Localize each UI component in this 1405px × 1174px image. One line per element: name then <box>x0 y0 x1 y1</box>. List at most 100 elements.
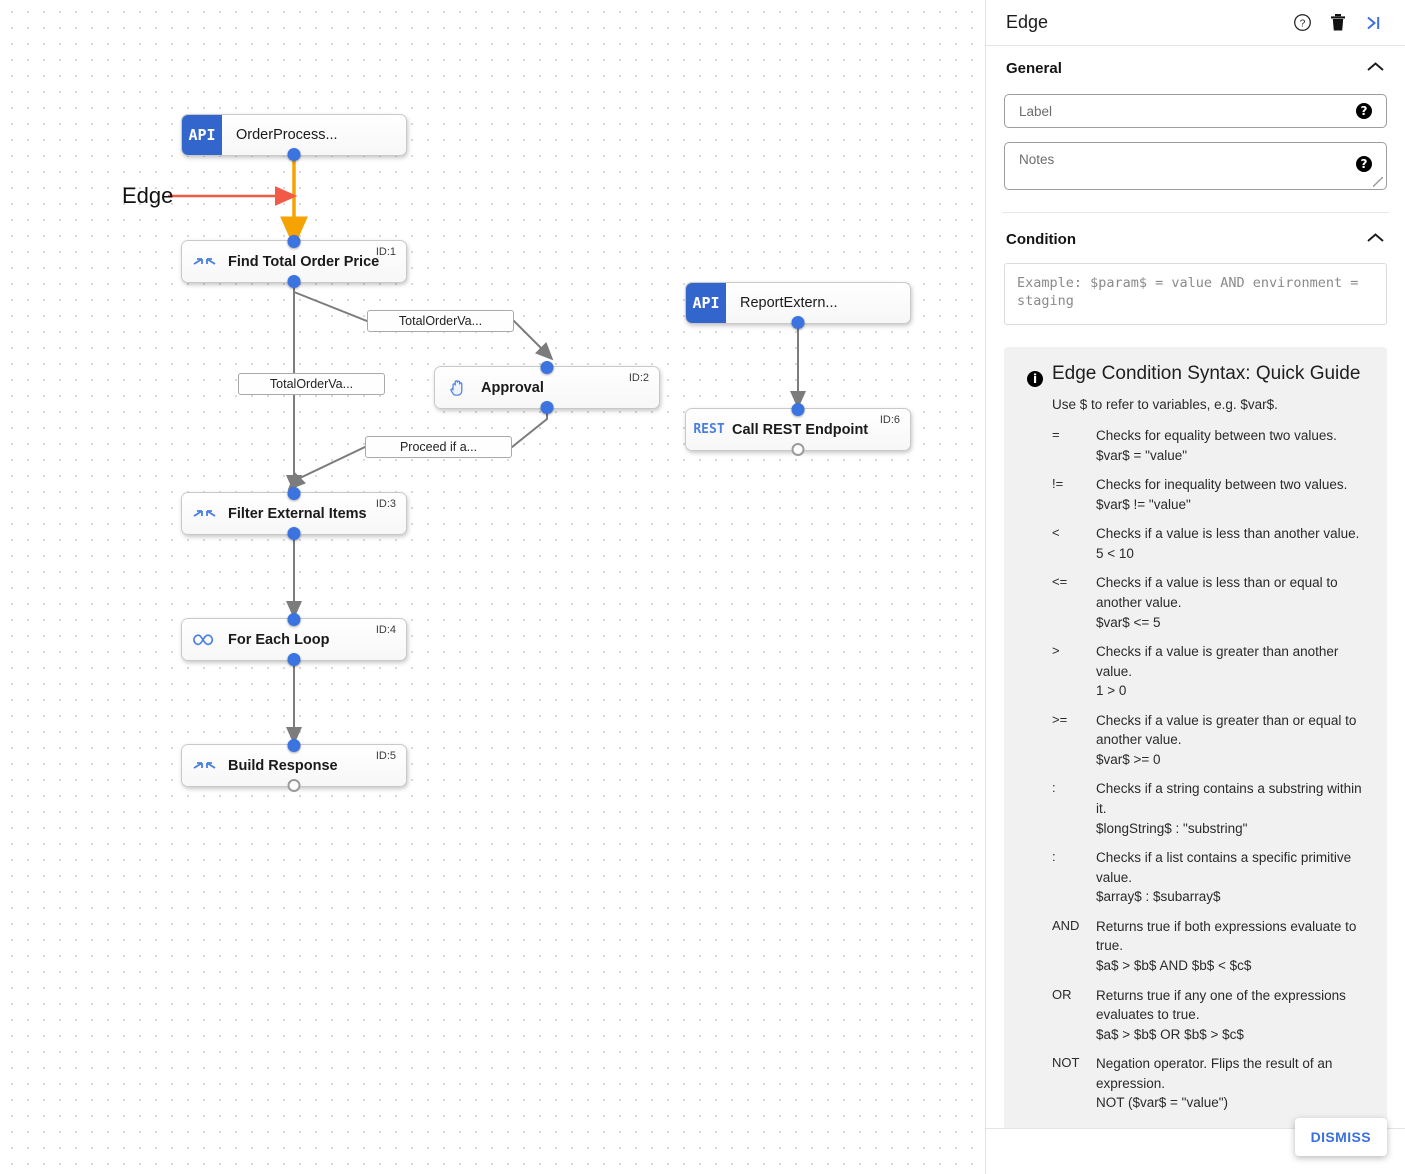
hand-icon <box>435 378 481 398</box>
label-field[interactable]: Label ? <box>1004 94 1387 128</box>
guide-title: Edge Condition Syntax: Quick Guide <box>1052 363 1361 384</box>
workflow-canvas[interactable]: Edge API OrderProcess... Find <box>0 0 985 1174</box>
collapse-panel-icon[interactable] <box>1359 8 1389 38</box>
operator-symbol: < <box>1052 525 1060 541</box>
node-approval[interactable]: Approval ID:2 <box>434 361 660 414</box>
dismiss-button[interactable]: DISMISS <box>1294 1118 1387 1156</box>
operator-example: $var$ <= 5 <box>1096 614 1161 630</box>
operator-symbol: : <box>1052 780 1056 796</box>
section-general-header[interactable]: General <box>1002 46 1389 90</box>
operator-description: Negation operator. Flips the result of a… <box>1096 1056 1333 1091</box>
port-output[interactable] <box>287 148 301 161</box>
section-condition-header[interactable]: Condition <box>1002 217 1389 261</box>
operator-description: Returns true if any one of the expressio… <box>1096 987 1346 1023</box>
operator-description: Checks if a value is greater than anothe… <box>1096 644 1339 679</box>
section-condition: Condition Example: $param$ = value AND e… <box>986 217 1405 1131</box>
collapse-arrows-icon <box>182 758 228 774</box>
port-output[interactable] <box>540 401 554 414</box>
port-input[interactable] <box>540 361 554 374</box>
node-id-label: ID:4 <box>375 624 396 636</box>
operator-example: $a$ > $b$ AND $b$ < $c$ <box>1096 957 1252 973</box>
chevron-up-icon[interactable] <box>1366 231 1385 248</box>
notes-field-placeholder: Notes <box>1019 152 1055 167</box>
condition-input[interactable]: Example: $param$ = value AND environment… <box>1004 263 1387 325</box>
guide-row: != Checks for inequality between two val… <box>1052 475 1373 514</box>
operator-description: Checks if a value is less than or equal … <box>1096 575 1338 610</box>
svg-text:?: ? <box>1299 18 1305 29</box>
annotation-label: Edge <box>122 183 174 208</box>
port-input[interactable] <box>791 403 805 416</box>
guide-row: > Checks if a value is greater than anot… <box>1052 642 1373 701</box>
node-title: Approval <box>481 379 544 396</box>
operator-example: NOT ($var$ = "value") <box>1096 1095 1229 1111</box>
port-output[interactable] <box>791 316 805 329</box>
port-output[interactable] <box>287 779 301 792</box>
guide-row: : Checks if a list contains a specific p… <box>1052 848 1373 907</box>
port-output[interactable] <box>287 527 301 540</box>
guide-row: AND Returns true if both expressions eva… <box>1052 917 1373 976</box>
node-title: OrderProcess... <box>236 127 338 143</box>
operator-symbol: = <box>1052 427 1060 442</box>
chevron-up-icon[interactable] <box>1366 60 1385 77</box>
operator-description: Checks if a value is less than another v… <box>1096 526 1360 542</box>
node-id-label: ID:1 <box>375 246 396 258</box>
port-output[interactable] <box>287 275 301 288</box>
guide-row: NOT Negation operator. Flips the result … <box>1052 1054 1373 1113</box>
section-general: General Label ? Notes ? <box>986 46 1405 213</box>
infinity-icon <box>182 632 228 648</box>
guide-row: <= Checks if a value is less than or equ… <box>1052 573 1373 632</box>
collapse-arrows-icon <box>182 506 228 522</box>
section-condition-title: Condition <box>1006 230 1076 248</box>
collapse-arrows-icon <box>182 254 228 270</box>
edge-label[interactable]: Proceed if a... <box>365 436 512 458</box>
port-input[interactable] <box>287 613 301 626</box>
node-title: Call REST Endpoint <box>732 421 869 438</box>
operator-example: $var$ = "value" <box>1096 447 1188 463</box>
notes-help-icon[interactable]: ? <box>1356 156 1372 173</box>
operator-description: Returns true if both expressions evaluat… <box>1096 918 1357 954</box>
node-for-each-loop[interactable]: For Each Loop ID:4 <box>181 613 407 666</box>
edge-label[interactable]: TotalOrderVa... <box>238 373 385 395</box>
port-output[interactable] <box>287 653 301 666</box>
operator-description: Checks for inequality between two values… <box>1096 477 1348 493</box>
node-id-label: ID:5 <box>375 750 396 762</box>
guide-subtitle: Use $ to refer to variables, e.g. $var$. <box>1052 397 1278 412</box>
guide-row: = Checks for equality between two values… <box>1052 426 1373 465</box>
operator-symbol: NOT <box>1052 1055 1080 1071</box>
node-filter-external-items[interactable]: Filter External Items ID:3 <box>181 487 407 540</box>
edge-label[interactable]: TotalOrderVa... <box>367 310 514 332</box>
operator-example: $a$ > $b$ OR $b$ > $c$ <box>1096 1026 1244 1042</box>
node-reportextern[interactable]: API ReportExtern... <box>685 282 911 329</box>
operator-description: Checks if a list contains a specific pri… <box>1096 850 1352 885</box>
notes-field[interactable]: Notes ? <box>1004 142 1387 190</box>
edges-layer <box>168 157 806 745</box>
port-output[interactable] <box>791 443 805 456</box>
node-title: For Each Loop <box>228 631 330 648</box>
operator-description: Checks if a value is greater than or equ… <box>1096 712 1357 748</box>
port-input[interactable] <box>287 487 301 500</box>
port-input[interactable] <box>287 739 301 752</box>
node-find-total-order-price[interactable]: Find Total Order Price ID:1 <box>181 235 407 288</box>
operator-symbol: OR <box>1052 986 1072 1002</box>
label-help-icon[interactable]: ? <box>1356 103 1372 119</box>
delete-icon[interactable] <box>1323 8 1353 38</box>
node-title: Find Total Order Price <box>228 253 380 270</box>
port-input[interactable] <box>287 235 301 248</box>
operator-description: Checks for equality between two values. <box>1096 428 1337 443</box>
node-call-rest-endpoint[interactable]: REST Call REST Endpoint ID:6 <box>685 403 911 456</box>
condition-placeholder: Example: $param$ = value AND environment… <box>1017 275 1359 310</box>
label-field-placeholder: Label <box>1019 103 1053 119</box>
guide-row: : Checks if a string contains a substrin… <box>1052 779 1373 838</box>
panel-header: Edge ? <box>986 0 1405 46</box>
operator-symbol: != <box>1052 476 1064 492</box>
rest-icon: REST <box>693 422 725 437</box>
node-title: ReportExtern... <box>740 295 838 311</box>
guide-row: < Checks if a value is less than another… <box>1052 524 1373 563</box>
operator-symbol: > <box>1052 643 1060 659</box>
help-icon[interactable]: ? <box>1287 8 1317 38</box>
node-build-response[interactable]: Build Response ID:5 <box>181 739 407 792</box>
operator-example: $var$ != "value" <box>1096 496 1191 512</box>
resize-handle[interactable] <box>1373 177 1383 187</box>
operator-example: $var$ >= 0 <box>1096 751 1161 767</box>
node-orderprocess[interactable]: API OrderProcess... <box>181 114 407 161</box>
